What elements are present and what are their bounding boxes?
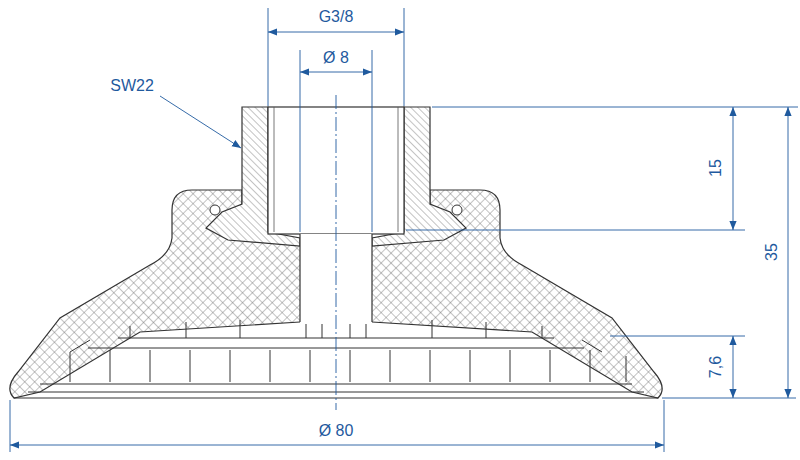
dimension-label: 35 [763, 241, 781, 263]
callout-label: SW22 [108, 77, 156, 95]
thread-line [274, 107, 275, 232]
vent-hole [210, 205, 220, 215]
dimension-label: G3/8 [317, 8, 356, 26]
vent-hole [452, 205, 462, 215]
dimension-label: 7,6 [707, 354, 725, 380]
dimension-label: 15 [707, 157, 725, 179]
hole-wall [299, 234, 300, 322]
thread-line [398, 107, 399, 232]
hole-wall [371, 234, 372, 322]
dimension-label: Ø 80 [317, 422, 356, 440]
dimension-lines [10, 8, 798, 452]
center-axis [336, 95, 337, 410]
dimension-label: Ø 8 [321, 49, 351, 67]
